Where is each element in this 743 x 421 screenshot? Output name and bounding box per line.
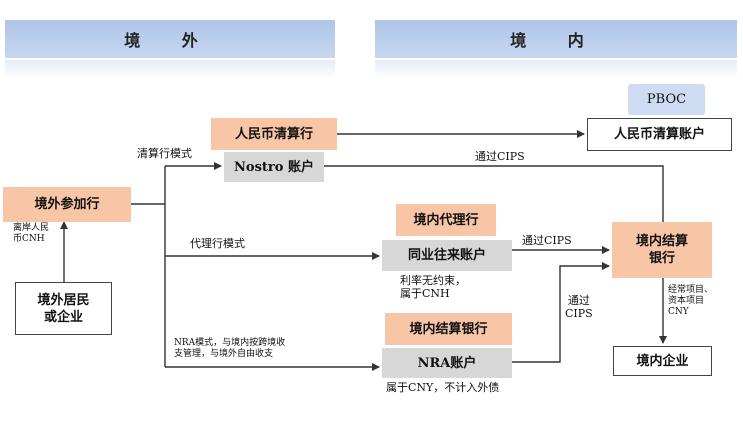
- resident-line-1: 境外居民: [37, 292, 90, 308]
- overseas-header-fade: [5, 60, 335, 78]
- offshore-cnh-label: 离岸人民 币CNH: [13, 223, 49, 245]
- overseas-participant-bank: 境外参加行: [3, 187, 131, 222]
- pboc-box: PBOC: [628, 84, 705, 115]
- nostro-account: Nostro 账户: [224, 152, 324, 182]
- domestic-enterprise: 境内企业: [613, 346, 712, 376]
- domestic-agent-bank: 境内代理行: [396, 204, 496, 236]
- via-cips-vertical-label: 通过 CIPS: [565, 294, 593, 320]
- cny-note: 属于CNY，不计入外债: [386, 381, 500, 394]
- current-capital-line-2: 资本项目: [668, 296, 705, 306]
- overseas-header: 境 外: [5, 20, 335, 58]
- domestic-header: 境 内: [375, 20, 737, 58]
- clearing-mode-label: 清算行模式: [137, 147, 192, 160]
- settlement-bank-line-1: 境内结算: [635, 234, 688, 249]
- interbank-account: 同业往来账户: [382, 240, 512, 271]
- rmb-clearing-account: 人民币清算账户: [587, 118, 732, 151]
- via-cips-mid-label: 通过CIPS: [522, 234, 572, 247]
- nra-note-line-2: 支管理，与境外自由收支: [174, 349, 274, 359]
- nra-account: NRA账户: [382, 348, 512, 378]
- via-cips-vertical-line-1: 通过: [567, 294, 590, 307]
- resident-line-2: 或企业: [43, 309, 83, 325]
- nra-note-line-1: NRA模式，与境内按跨境收: [174, 338, 286, 348]
- interest-note: 利率无约束， 属于CNH: [400, 274, 466, 300]
- rmb-clearing-bank: 人民币清算行: [211, 118, 337, 150]
- nra-note: NRA模式，与境内按跨境收 支管理，与境外自由收支: [174, 338, 285, 360]
- current-capital-label: 经常项目、 资本项目 CNY: [668, 285, 713, 318]
- overseas-resident-box: 境外居民 或企业: [15, 282, 112, 335]
- settlement-bank-line-2: 银行: [648, 251, 675, 266]
- domestic-settlement-bank: 境内结算 银行: [612, 222, 712, 278]
- offshore-cnh-line-1: 离岸人民: [13, 223, 50, 233]
- via-cips-top-label: 通过CIPS: [475, 150, 525, 163]
- interest-note-line-1: 利率无约束，: [400, 274, 466, 287]
- interest-note-line-2: 属于CNH: [400, 287, 450, 300]
- agent-mode-label: 代理行模式: [190, 237, 245, 250]
- via-cips-vertical-line-2: CIPS: [565, 307, 593, 320]
- offshore-cnh-line-2: 币CNH: [13, 234, 45, 244]
- current-capital-line-1: 经常项目、: [668, 285, 714, 295]
- current-capital-line-3: CNY: [668, 307, 689, 317]
- domestic-header-fade: [375, 60, 737, 78]
- domestic-settlement-bank-label: 境内结算银行: [385, 313, 512, 345]
